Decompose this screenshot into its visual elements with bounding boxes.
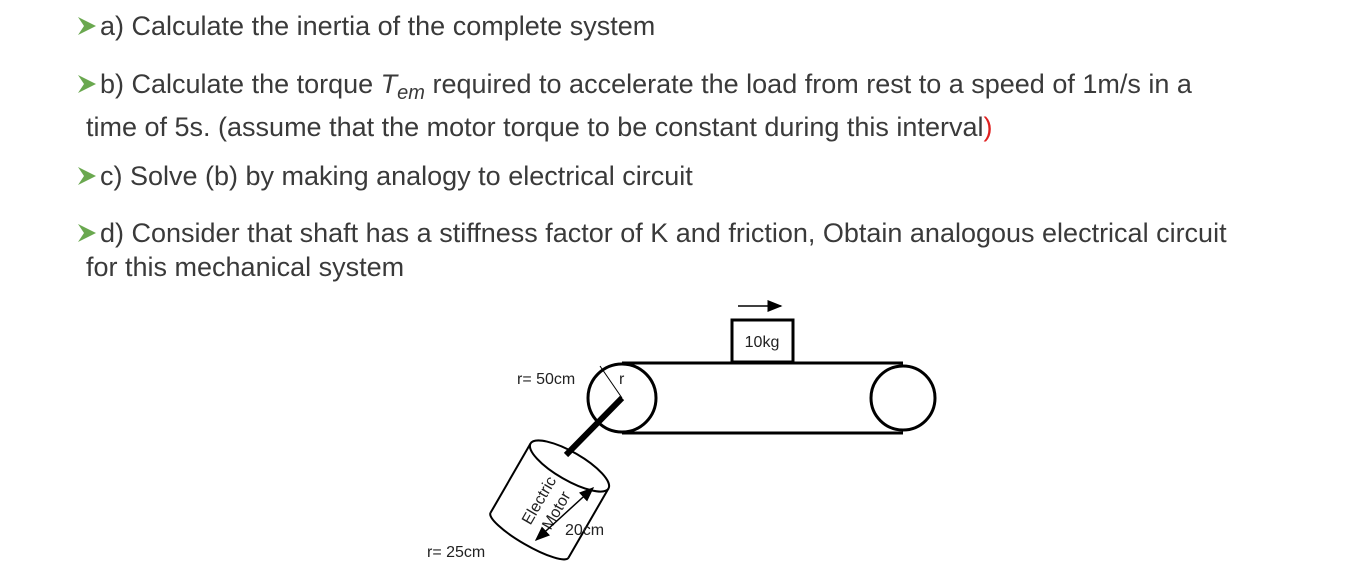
question-a: a) Calculate the inertia of the complete… (76, 9, 655, 43)
question-d: d) Consider that shaft has a stiffness f… (76, 216, 1227, 284)
question-a-text: a) Calculate the inertia of the complete… (100, 11, 656, 41)
pulley-radius-label: r= 50cm (517, 371, 575, 388)
bullet-arrow-icon (78, 224, 96, 242)
electric-motor: Electric Motor (489, 439, 611, 561)
motor-shaft (563, 395, 625, 458)
bullet-arrow-icon (78, 75, 96, 93)
torque-symbol: Tem (380, 69, 425, 104)
question-d-text: d) Consider that shaft has a stiffness f… (100, 218, 1227, 248)
radius-r-label: r (619, 371, 625, 388)
question-c: c) Solve (b) by making analogy to electr… (76, 159, 693, 193)
load-label: 10kg (745, 334, 780, 351)
bullet-arrow-icon (78, 167, 96, 185)
pulley-radius-line (599, 365, 623, 399)
question-b: b) Calculate the torque Tem required to … (76, 67, 1192, 144)
torque-symbol-sub: em (397, 82, 425, 104)
question-b-line2-text: time of 5s. (assume that the motor torqu… (86, 112, 984, 142)
question-b-line2: time of 5s. (assume that the motor torqu… (76, 110, 1192, 144)
question-b-closing-paren: ) (983, 112, 993, 142)
motor-length-label: 20cm (565, 522, 604, 539)
question-d-line2: for this mechanical system (86, 252, 405, 282)
motor-radius-label: r= 25cm (427, 544, 485, 561)
motor-length-dimension (534, 486, 595, 542)
question-b-text-end: required to accelerate the load from res… (424, 69, 1192, 99)
motor-front-face (528, 439, 611, 493)
motor-back-end (489, 512, 570, 561)
question-c-text: c) Solve (b) by making analogy to electr… (100, 161, 693, 191)
idler-pulley (869, 364, 937, 432)
motor-body-top (489, 443, 532, 514)
bullet-arrow-icon (78, 17, 96, 35)
torque-symbol-main: T (380, 69, 398, 99)
load-box (730, 318, 795, 364)
question-b-text-start: b) Calculate the torque (100, 69, 381, 99)
